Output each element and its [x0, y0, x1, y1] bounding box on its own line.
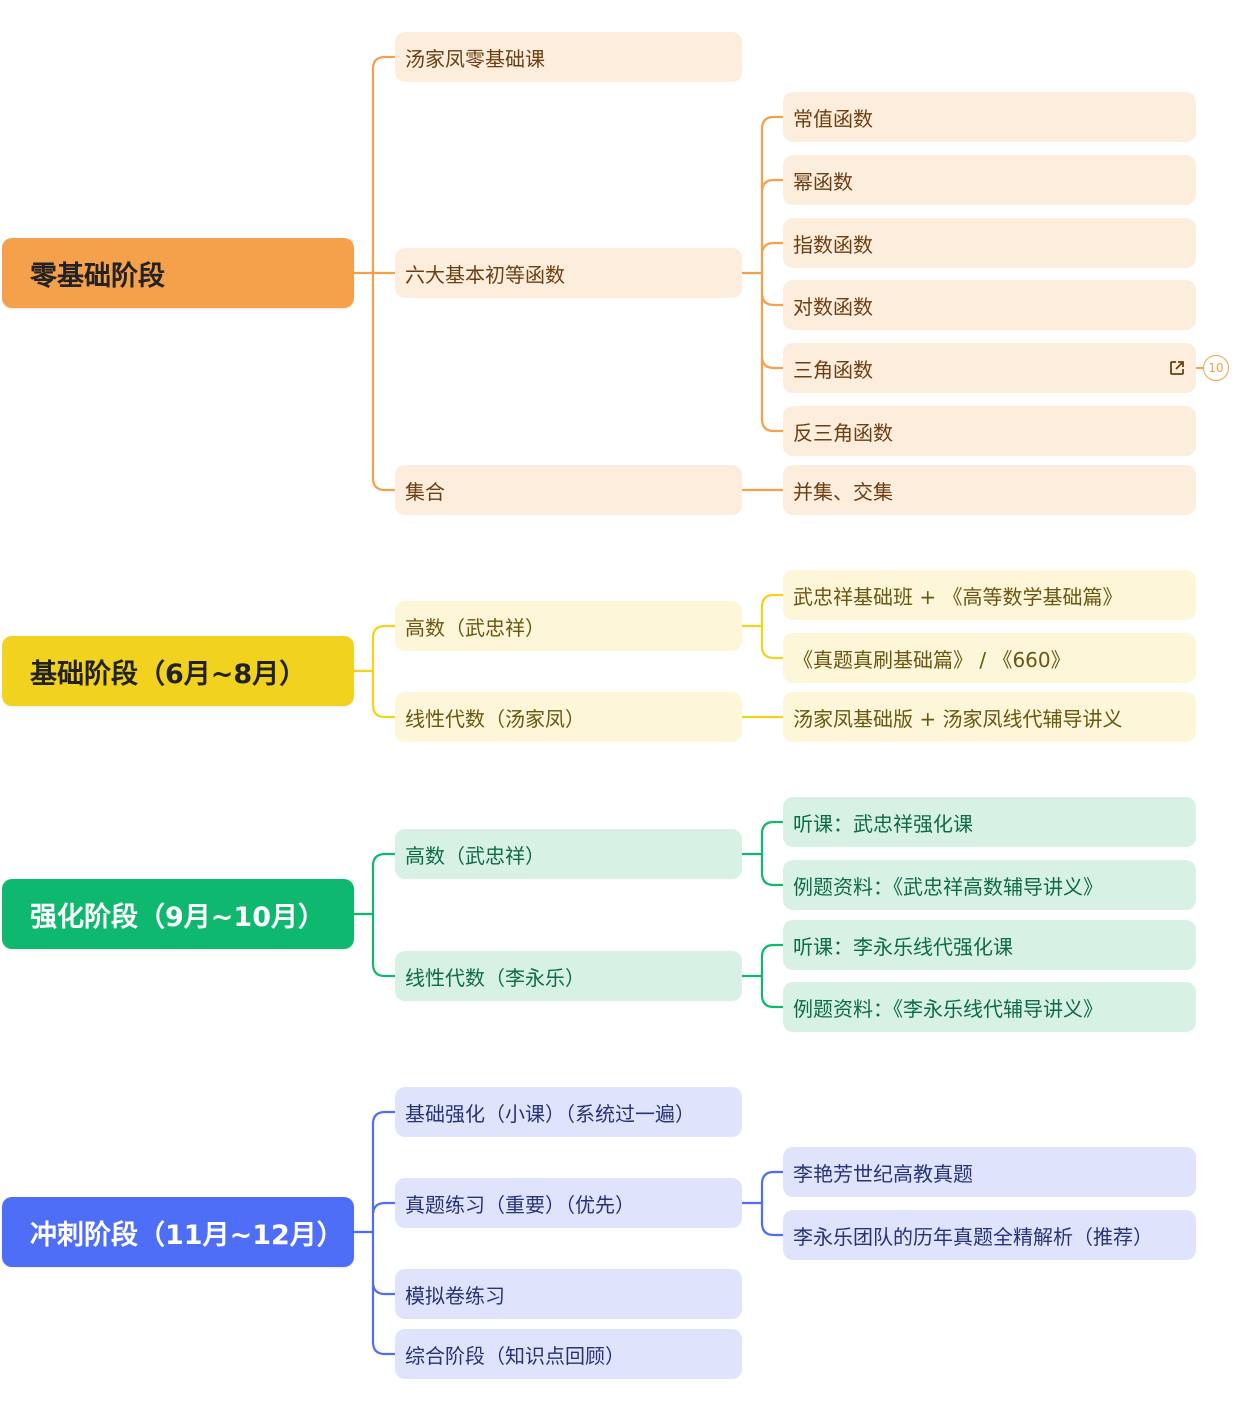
topic-node-b2c2[interactable]: 线性代数（汤家凤） [395, 692, 742, 742]
node-label: 线性代数（李永乐） [405, 965, 585, 990]
subtopic-node-b1c2g3[interactable]: 指数函数 [783, 218, 1196, 268]
subtopic-node-b1c2g2[interactable]: 幂函数 [783, 155, 1196, 205]
connector-b3c1 [740, 820, 785, 887]
node-label: 反三角函数 [793, 420, 893, 445]
subtopic-node-b1c2g6[interactable]: 反三角函数 [783, 406, 1196, 456]
node-label: 并集、交集 [793, 479, 893, 504]
subtopic-node-b3c1g1[interactable]: 听课：武忠祥强化课 [783, 797, 1196, 847]
subtopic-node-b3c2g2[interactable]: 例题资料：《李永乐线代辅导讲义》 [783, 982, 1196, 1032]
node-label: 高数（武忠祥） [405, 843, 545, 868]
node-label: 汤家凤基础版 + 汤家凤线代辅导讲义 [793, 706, 1123, 731]
connector-b4c2 [740, 1170, 785, 1237]
node-label: 例题资料：《李永乐线代辅导讲义》 [793, 996, 1103, 1021]
node-label: 指数函数 [793, 232, 873, 257]
node-label: 汤家凤零基础课 [405, 46, 545, 71]
node-label: 冲刺阶段（11月~12月） [30, 1219, 344, 1251]
subtopic-node-b1c2g4[interactable]: 对数函数 [783, 280, 1196, 330]
node-label: 强化阶段（9月~10月） [30, 901, 325, 933]
connector-b2 [352, 624, 397, 719]
topic-node-b3c1[interactable]: 高数（武忠祥） [395, 829, 742, 879]
stage-node-b4[interactable]: 冲刺阶段（11月~12月） [2, 1197, 354, 1267]
connector-b1c2 [740, 115, 785, 433]
node-label: 零基础阶段 [30, 260, 165, 292]
topic-node-b1c1[interactable]: 汤家凤零基础课 [395, 32, 742, 82]
topic-node-b4c2[interactable]: 真题练习（重要）（优先） [395, 1178, 742, 1228]
topic-node-b4c1[interactable]: 基础强化（小课）（系统过一遍） [395, 1087, 742, 1137]
node-label: 《真题真刷基础篇》 / 《660》 [793, 647, 1071, 672]
node-label: 模拟卷练习 [405, 1283, 505, 1308]
topic-node-b1c2[interactable]: 六大基本初等函数 [395, 248, 742, 298]
topic-node-b4c3[interactable]: 模拟卷练习 [395, 1269, 742, 1319]
connector-b3 [352, 852, 397, 978]
stage-node-b1[interactable]: 零基础阶段 [2, 238, 354, 308]
subtopic-node-b4c2g2[interactable]: 李永乐团队的历年真题全精解析（推荐） [783, 1210, 1196, 1260]
node-label: 基础阶段（6月~8月） [30, 658, 307, 690]
node-label: 常值函数 [793, 106, 873, 131]
subtopic-node-b2c1g1[interactable]: 武忠祥基础班 + 《高等数学基础篇》 [783, 570, 1196, 620]
node-label: 六大基本初等函数 [405, 262, 565, 287]
node-label: 例题资料：《武忠祥高数辅导讲义》 [793, 874, 1103, 899]
subtopic-node-b2c1g2[interactable]: 《真题真刷基础篇》 / 《660》 [783, 633, 1196, 683]
subtopic-node-b2c2g1[interactable]: 汤家凤基础版 + 汤家凤线代辅导讲义 [783, 692, 1196, 742]
node-label: 李艳芳世纪高教真题 [793, 1161, 973, 1186]
node-label: 真题练习（重要）（优先） [405, 1192, 635, 1217]
stage-node-b3[interactable]: 强化阶段（9月~10月） [2, 879, 354, 949]
subtopic-node-b3c2g1[interactable]: 听课：李永乐线代强化课 [783, 920, 1196, 970]
node-label: 综合阶段（知识点回顾） [405, 1343, 625, 1368]
node-label: 听课：李永乐线代强化课 [793, 934, 1013, 959]
subtopic-node-b1c2g1[interactable]: 常值函数 [783, 92, 1196, 142]
node-label: 线性代数（汤家凤） [405, 706, 585, 731]
node-label: 集合 [405, 479, 445, 504]
connector-b4 [352, 1110, 397, 1356]
node-label: 李永乐团队的历年真题全精解析（推荐） [793, 1224, 1153, 1249]
topic-node-b3c2[interactable]: 线性代数（李永乐） [395, 951, 742, 1001]
node-label: 武忠祥基础班 + 《高等数学基础篇》 [793, 584, 1123, 609]
subtopic-node-b3c1g2[interactable]: 例题资料：《武忠祥高数辅导讲义》 [783, 860, 1196, 910]
external-link-icon[interactable] [1168, 359, 1186, 377]
subtopic-node-b4c2g1[interactable]: 李艳芳世纪高教真题 [783, 1147, 1196, 1197]
collapsed-count-badge[interactable]: 10 [1203, 355, 1229, 381]
node-label: 幂函数 [793, 169, 853, 194]
connector-b1 [352, 55, 397, 492]
stage-node-b2[interactable]: 基础阶段（6月~8月） [2, 636, 354, 706]
topic-node-b2c1[interactable]: 高数（武忠祥） [395, 601, 742, 651]
connector-b2c1 [740, 593, 785, 660]
node-label: 基础强化（小课）（系统过一遍） [405, 1101, 695, 1126]
connector-b3c2 [740, 943, 785, 1009]
subtopic-node-b1c2g5[interactable]: 三角函数 [783, 343, 1196, 393]
node-label: 高数（武忠祥） [405, 615, 545, 640]
subtopic-node-b1c3g1[interactable]: 并集、交集 [783, 465, 1196, 515]
node-label: 三角函数 [793, 357, 873, 382]
topic-node-b4c4[interactable]: 综合阶段（知识点回顾） [395, 1329, 742, 1379]
node-label: 听课：武忠祥强化课 [793, 811, 973, 836]
node-label: 对数函数 [793, 294, 873, 319]
topic-node-b1c3[interactable]: 集合 [395, 465, 742, 515]
